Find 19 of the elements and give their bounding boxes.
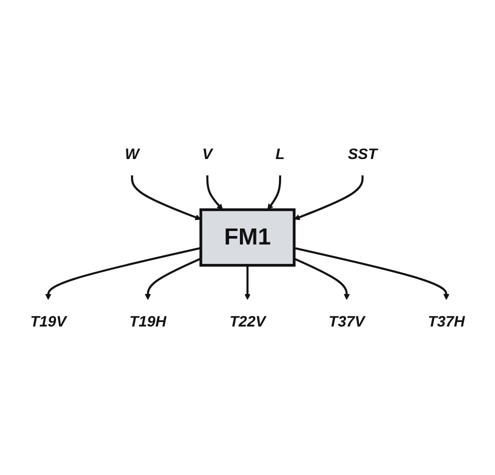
node-text: T37H [428,312,465,330]
node-text: W [124,145,140,162]
arrow [206,175,223,210]
node-text: T19H [129,312,166,330]
node-text: V [202,145,212,162]
node-text: SST [348,145,378,162]
arrow [144,258,202,300]
arrow [294,247,450,300]
node-text: L [276,145,285,162]
arrow [294,175,364,220]
node-box: FM1 [199,208,296,267]
node-text: T37V [328,312,365,330]
arrow [45,247,202,300]
node-text: T19V [30,312,66,330]
arrow [294,258,350,300]
node-text: T22V [229,312,266,330]
arrow [244,265,251,300]
arrow [131,175,202,220]
arrow [267,175,282,210]
